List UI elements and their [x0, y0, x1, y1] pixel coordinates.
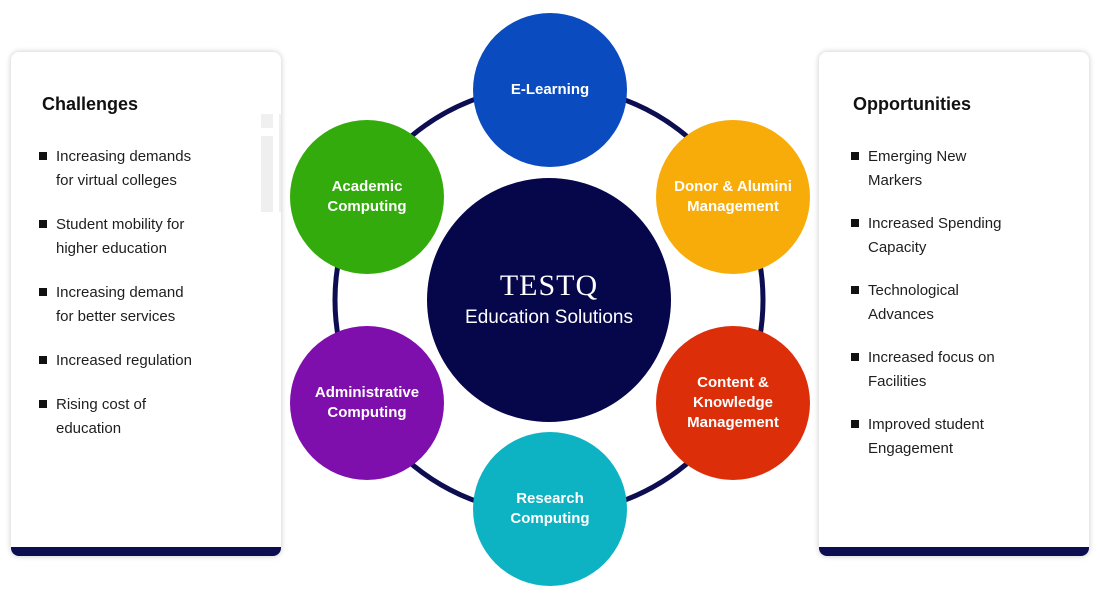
panel-bottom-bar	[11, 547, 281, 556]
list-item: Increased regulation	[39, 349, 239, 373]
brand-subtitle: Education Solutions	[465, 307, 633, 328]
brand-name: TESTQ	[499, 269, 599, 302]
node-e-learning: E-Learning	[473, 13, 627, 167]
watermark-logo-icon	[259, 52, 281, 212]
challenges-title: Challenges	[42, 94, 139, 114]
center-node: TESTQ Education Solutions	[427, 178, 671, 422]
panel-bottom-bar	[819, 547, 1089, 556]
opportunities-title: Opportunities	[853, 94, 971, 114]
